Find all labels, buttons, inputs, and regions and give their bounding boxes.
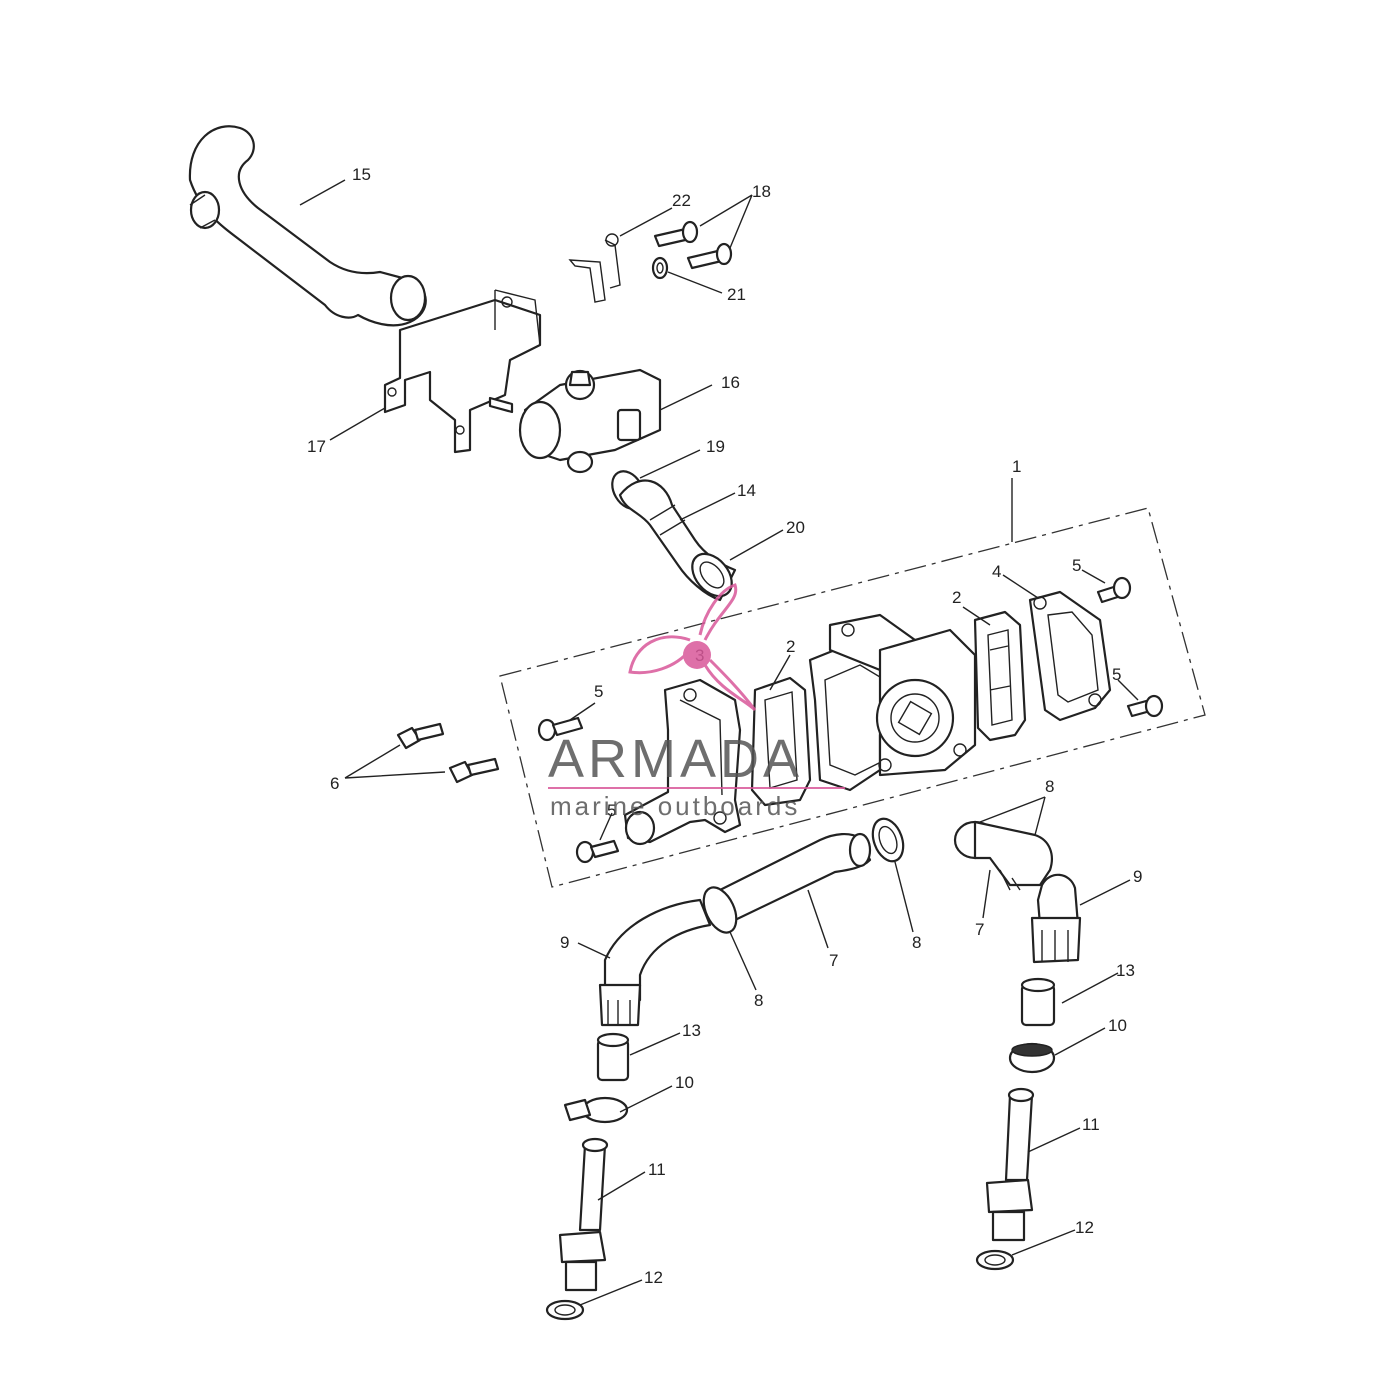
part-4-plate [1028, 590, 1112, 722]
callout-14: 14 [737, 481, 756, 500]
callout-8-right: 8 [1045, 777, 1054, 796]
callout-22: 22 [672, 191, 691, 210]
callout-5-bottom: 5 [607, 801, 616, 820]
callout-8-center: 8 [912, 933, 921, 952]
callout-16: 16 [721, 373, 740, 392]
part-13-sleeve-right [1020, 977, 1056, 1027]
callout-9-left: 9 [560, 933, 569, 952]
part-17-bracket [383, 289, 542, 454]
callout-7-right: 7 [975, 920, 984, 939]
callout-19: 19 [706, 437, 725, 456]
callout-13-left: 13 [682, 1021, 701, 1040]
part-8-clamp-upper-left [871, 817, 905, 863]
assembly-boundary [499, 507, 1206, 888]
part-10-clamp-right [1008, 1042, 1056, 1074]
callout-10-left: 10 [675, 1073, 694, 1092]
part-6-bolt-lower [448, 757, 500, 784]
part-15-hose [188, 125, 427, 327]
part-8-7-fitting-right [953, 820, 1053, 891]
part-11-fitting-left [558, 1137, 609, 1292]
part-5-bolt-midright [1126, 694, 1164, 718]
part-9-elbow-left [598, 898, 712, 1027]
watermark-brand: ARMADA [548, 729, 803, 789]
callout-17: 17 [307, 437, 326, 456]
part-13-sleeve-left [596, 1032, 630, 1082]
housing-center [808, 613, 977, 792]
callout-5-topright: 5 [1072, 556, 1081, 575]
callout-12-right: 12 [1075, 1218, 1094, 1237]
part-2-gasket-left [750, 676, 812, 807]
callout-21: 21 [727, 285, 746, 304]
part-9-elbow-right [1030, 873, 1082, 964]
part-7-hose-left [718, 832, 872, 922]
callout-12-left: 12 [644, 1268, 663, 1287]
armada-watermark: ARMADA marine outboards [548, 583, 845, 821]
part-21-washer [651, 256, 669, 280]
callout-13-right: 13 [1116, 961, 1135, 980]
part-22-spring-clip [568, 233, 621, 303]
part-20-clamp [691, 552, 733, 598]
callout-2-right: 2 [952, 588, 961, 607]
propeller-hub [683, 641, 711, 669]
part-10-clamp-left [563, 1096, 629, 1124]
callout-15: 15 [352, 165, 371, 184]
callout-10-right: 10 [1108, 1016, 1127, 1035]
callout-2-left: 2 [786, 637, 795, 656]
callout-18: 18 [752, 182, 771, 201]
leader-lines [299, 179, 1139, 1306]
part-16-valve [518, 368, 662, 474]
callout-9-right: 9 [1133, 867, 1142, 886]
callout-1: 1 [1012, 457, 1021, 476]
part-3-elbow [623, 678, 742, 846]
callout-labels: 1 2 2 3 4 5 5 5 5 6 7 7 8 8 8 9 9 10 10 … [307, 165, 1142, 1287]
part-18-bolts [653, 220, 733, 270]
callout-20: 20 [786, 518, 805, 537]
callout-8-left: 8 [754, 991, 763, 1010]
part-11-fitting-right [985, 1087, 1035, 1242]
part-5-bolt-bottom [575, 839, 620, 864]
part-5-bolt-left [537, 716, 584, 742]
callout-11-right: 11 [1082, 1115, 1100, 1134]
part-5-bolt-topright [1096, 576, 1132, 604]
part-12-washer-left [545, 1299, 585, 1321]
watermark-tagline: marine outboards [550, 791, 800, 821]
callout-11-left: 11 [648, 1160, 666, 1179]
callout-6: 6 [330, 774, 339, 793]
part-12-washer-right [975, 1249, 1015, 1271]
callout-4: 4 [992, 562, 1001, 581]
part-6-bolt-upper [396, 722, 445, 750]
propeller-logo [628, 583, 757, 712]
callout-5-midright: 5 [1112, 665, 1121, 684]
part-2-gasket-right [973, 610, 1027, 742]
callout-7-left: 7 [829, 951, 838, 970]
callout-5-left: 5 [594, 682, 603, 701]
